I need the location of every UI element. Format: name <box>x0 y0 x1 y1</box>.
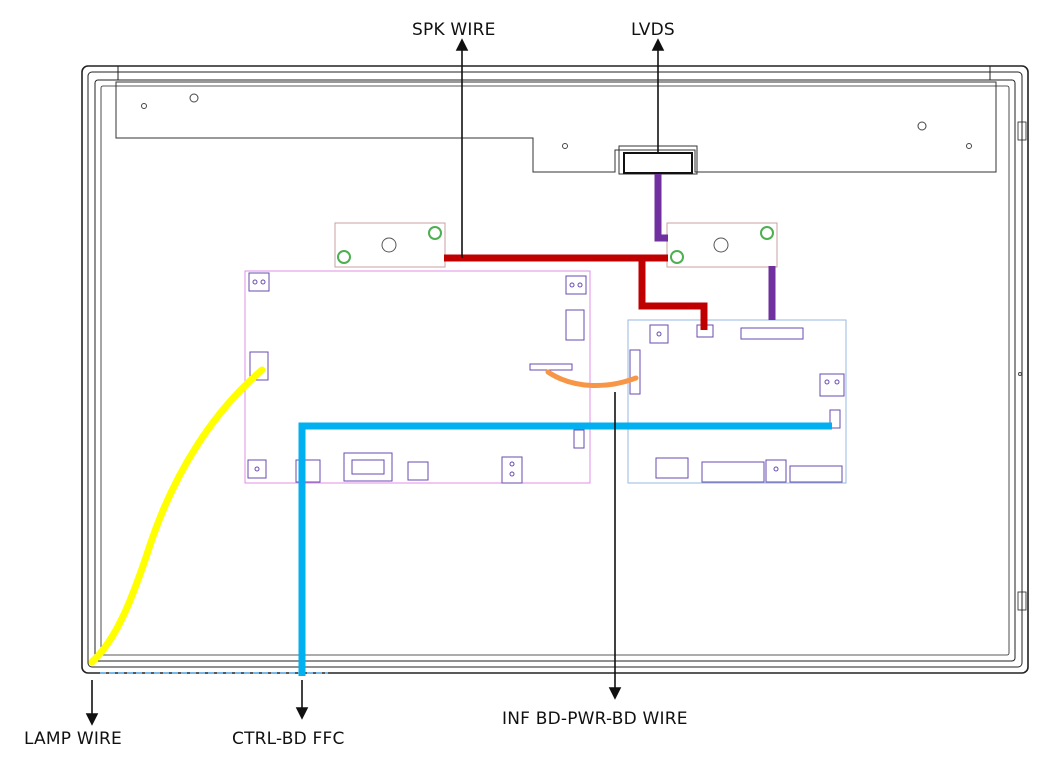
pointer-arrows <box>85 38 665 726</box>
lamp-wire-label: LAMP WIRE <box>24 729 122 749</box>
lvds-label: LVDS <box>631 20 675 40</box>
speaker-left <box>334 222 446 268</box>
ctrl-bd-ffc-label: CTRL-BD FFC <box>232 729 345 749</box>
spk-wire-label: SPK WIRE <box>412 20 496 40</box>
power-board <box>627 319 847 484</box>
speaker-right <box>666 222 778 268</box>
lvds-wire <box>654 174 668 242</box>
interface-board <box>244 270 591 484</box>
top-bracket <box>115 81 997 173</box>
spk-wire <box>444 254 708 330</box>
ctrl-bd-ffc <box>298 422 832 676</box>
inf-pwr-wire <box>545 369 639 388</box>
panel-frame <box>81 65 1029 674</box>
inf-pwr-wire-label: INF BD-PWR-BD WIRE <box>502 709 688 729</box>
mount-holes <box>141 93 1022 376</box>
lamp-wire <box>88 366 266 666</box>
